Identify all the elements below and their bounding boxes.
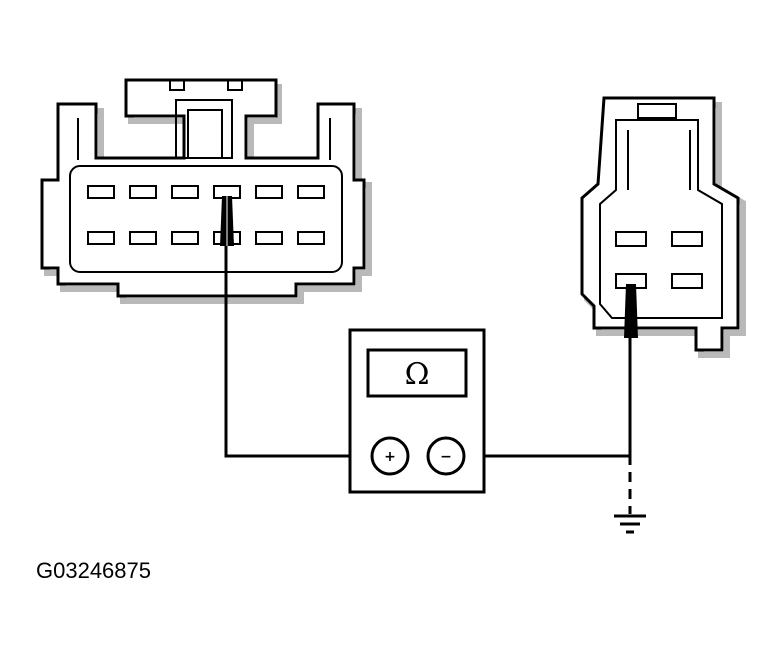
right-connector-pin: [671, 231, 703, 247]
right-connector-inner-frame: [599, 119, 723, 319]
right-connector-body: [580, 96, 740, 352]
left-connector-pin: [297, 185, 325, 199]
left-connector: [40, 78, 372, 304]
left-connector-inner-frame: [69, 165, 343, 273]
negative-terminal: [426, 436, 466, 476]
right-connector-latch: [637, 103, 677, 119]
ohmmeter-icon: Ω + −: [348, 328, 486, 494]
right-probe-icon: [624, 284, 638, 338]
negative-terminal-label: −: [440, 449, 452, 465]
left-connector-pin: [87, 231, 115, 245]
right-connector-pin: [615, 231, 647, 247]
left-connector-body: [40, 78, 366, 298]
left-connector-pin: [87, 185, 115, 199]
positive-terminal-label: +: [384, 449, 396, 465]
left-connector-latch-inner: [187, 109, 223, 159]
right-connector: [580, 96, 746, 358]
left-connector-pin: [297, 231, 325, 245]
negative-lead-wire: [466, 336, 632, 458]
left-connector-tab-1: [169, 79, 185, 91]
left-connector-pin: [129, 231, 157, 245]
wiring: [224, 246, 632, 514]
positive-terminal: [370, 436, 410, 476]
ground-icon: [614, 514, 646, 534]
left-connector-pin: [255, 231, 283, 245]
left-connector-pin: [255, 185, 283, 199]
left-connector-pin: [171, 185, 199, 199]
left-connector-pin: [129, 185, 157, 199]
left-connector-tab-2: [227, 79, 243, 91]
ohmmeter-display-symbol: Ω: [405, 357, 430, 392]
right-connector-pin: [671, 273, 703, 289]
positive-lead-wire: [224, 246, 372, 458]
ohmmeter-display: [366, 348, 468, 398]
left-connector-pin: [171, 231, 199, 245]
figure-id: G03246875: [36, 558, 151, 583]
